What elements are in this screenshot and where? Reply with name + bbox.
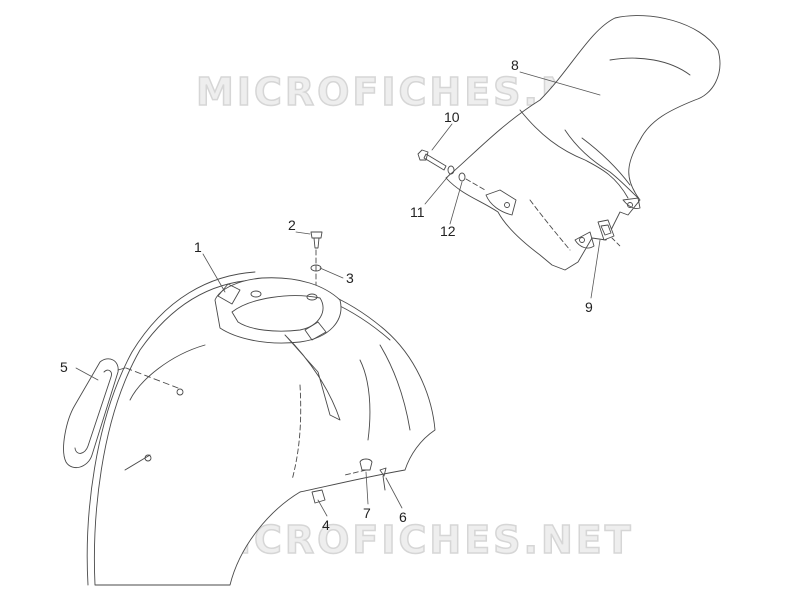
callout-5: 5 <box>60 359 68 375</box>
callout-1: 1 <box>194 239 202 255</box>
callout-4: 4 <box>322 517 330 533</box>
watermark-bottom: MICROFICHES.NET <box>195 517 634 563</box>
reflector-part <box>63 358 179 469</box>
lower-fasteners <box>311 458 387 504</box>
callout-8: 8 <box>511 57 519 73</box>
front-mudguard-part <box>86 271 436 586</box>
callout-2: 2 <box>288 217 296 233</box>
callout-leaders <box>75 71 601 517</box>
bolt-and-washers <box>417 149 486 191</box>
screw-and-washer-parts <box>310 231 323 286</box>
callout-7: 7 <box>363 505 371 521</box>
callout-10: 10 <box>444 109 460 125</box>
callout-labels: 1 2 3 4 5 6 7 8 9 10 11 12 <box>60 57 593 533</box>
rear-hugger-part <box>445 15 721 271</box>
clip-nut-part <box>597 219 621 247</box>
callout-9: 9 <box>585 299 593 315</box>
callout-11: 11 <box>410 204 425 220</box>
callout-3: 3 <box>346 270 354 286</box>
callout-6: 6 <box>399 509 407 525</box>
callout-12: 12 <box>440 223 456 239</box>
